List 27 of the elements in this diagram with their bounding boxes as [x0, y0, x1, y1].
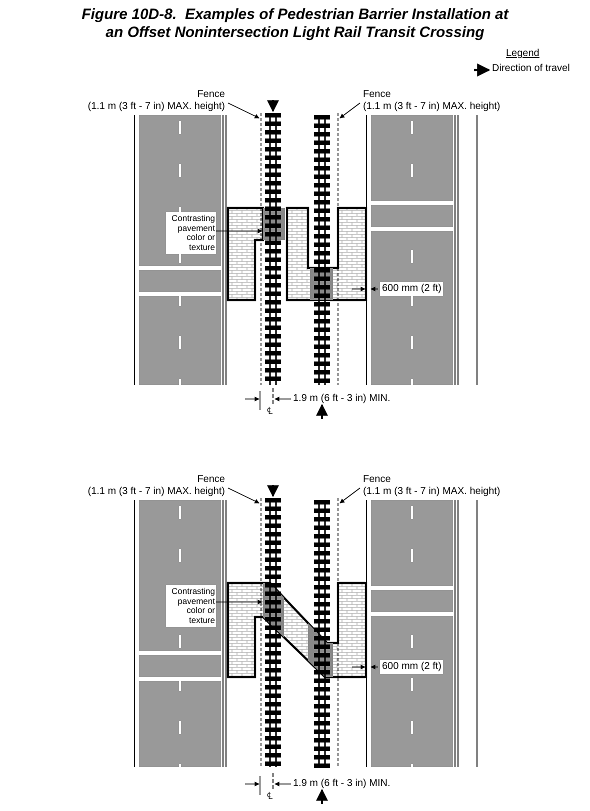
callout-heading: Fence	[196, 474, 225, 486]
leader-line	[216, 228, 262, 234]
leader-line	[340, 488, 360, 504]
legend-heading: Legend	[506, 48, 540, 60]
dimension-label: 1.9 m (6 ft - 3 in) MIN.	[293, 393, 390, 405]
leader-line	[216, 600, 262, 604]
leader-line	[228, 102, 260, 118]
callout-text: (1.1 m (3 ft - 7 in) MAX. height)	[363, 486, 500, 498]
callout-heading: Fence	[363, 89, 392, 101]
fence-line	[260, 112, 262, 386]
callout-heading: Fence	[196, 89, 225, 101]
callout-text: (1.1 m (3 ft - 7 in) MAX. height)	[86, 101, 225, 113]
callout-text: (1.1 m (3 ft - 7 in) MAX. height)	[86, 486, 225, 498]
callout-label: Contrasting pavement color or texture	[166, 585, 216, 627]
leader-line	[340, 102, 360, 118]
dimension-label: 1.9 m (6 ft - 3 in) MIN.	[293, 778, 390, 790]
legend-text: Direction of travel	[492, 63, 570, 75]
leader-line	[228, 488, 260, 504]
callout-heading: Fence	[363, 474, 392, 486]
dimension-label: 600 mm (2 ft)	[380, 282, 444, 296]
dimension-label: 600 mm (2 ft)	[380, 660, 444, 674]
centerline-symbol: ℄	[267, 791, 273, 803]
centerline-symbol: ℄	[267, 406, 273, 418]
fence-line	[260, 498, 262, 768]
callout-text: (1.1 m (3 ft - 7 in) MAX. height)	[363, 101, 500, 113]
callout-label: Contrasting pavement color or texture	[166, 212, 216, 254]
figure-title: Figure 10D-8. Examples of Pedestrian Barrier Installation at an Offset Nonintersection Light Rail Transit Crossing	[80, 6, 510, 42]
